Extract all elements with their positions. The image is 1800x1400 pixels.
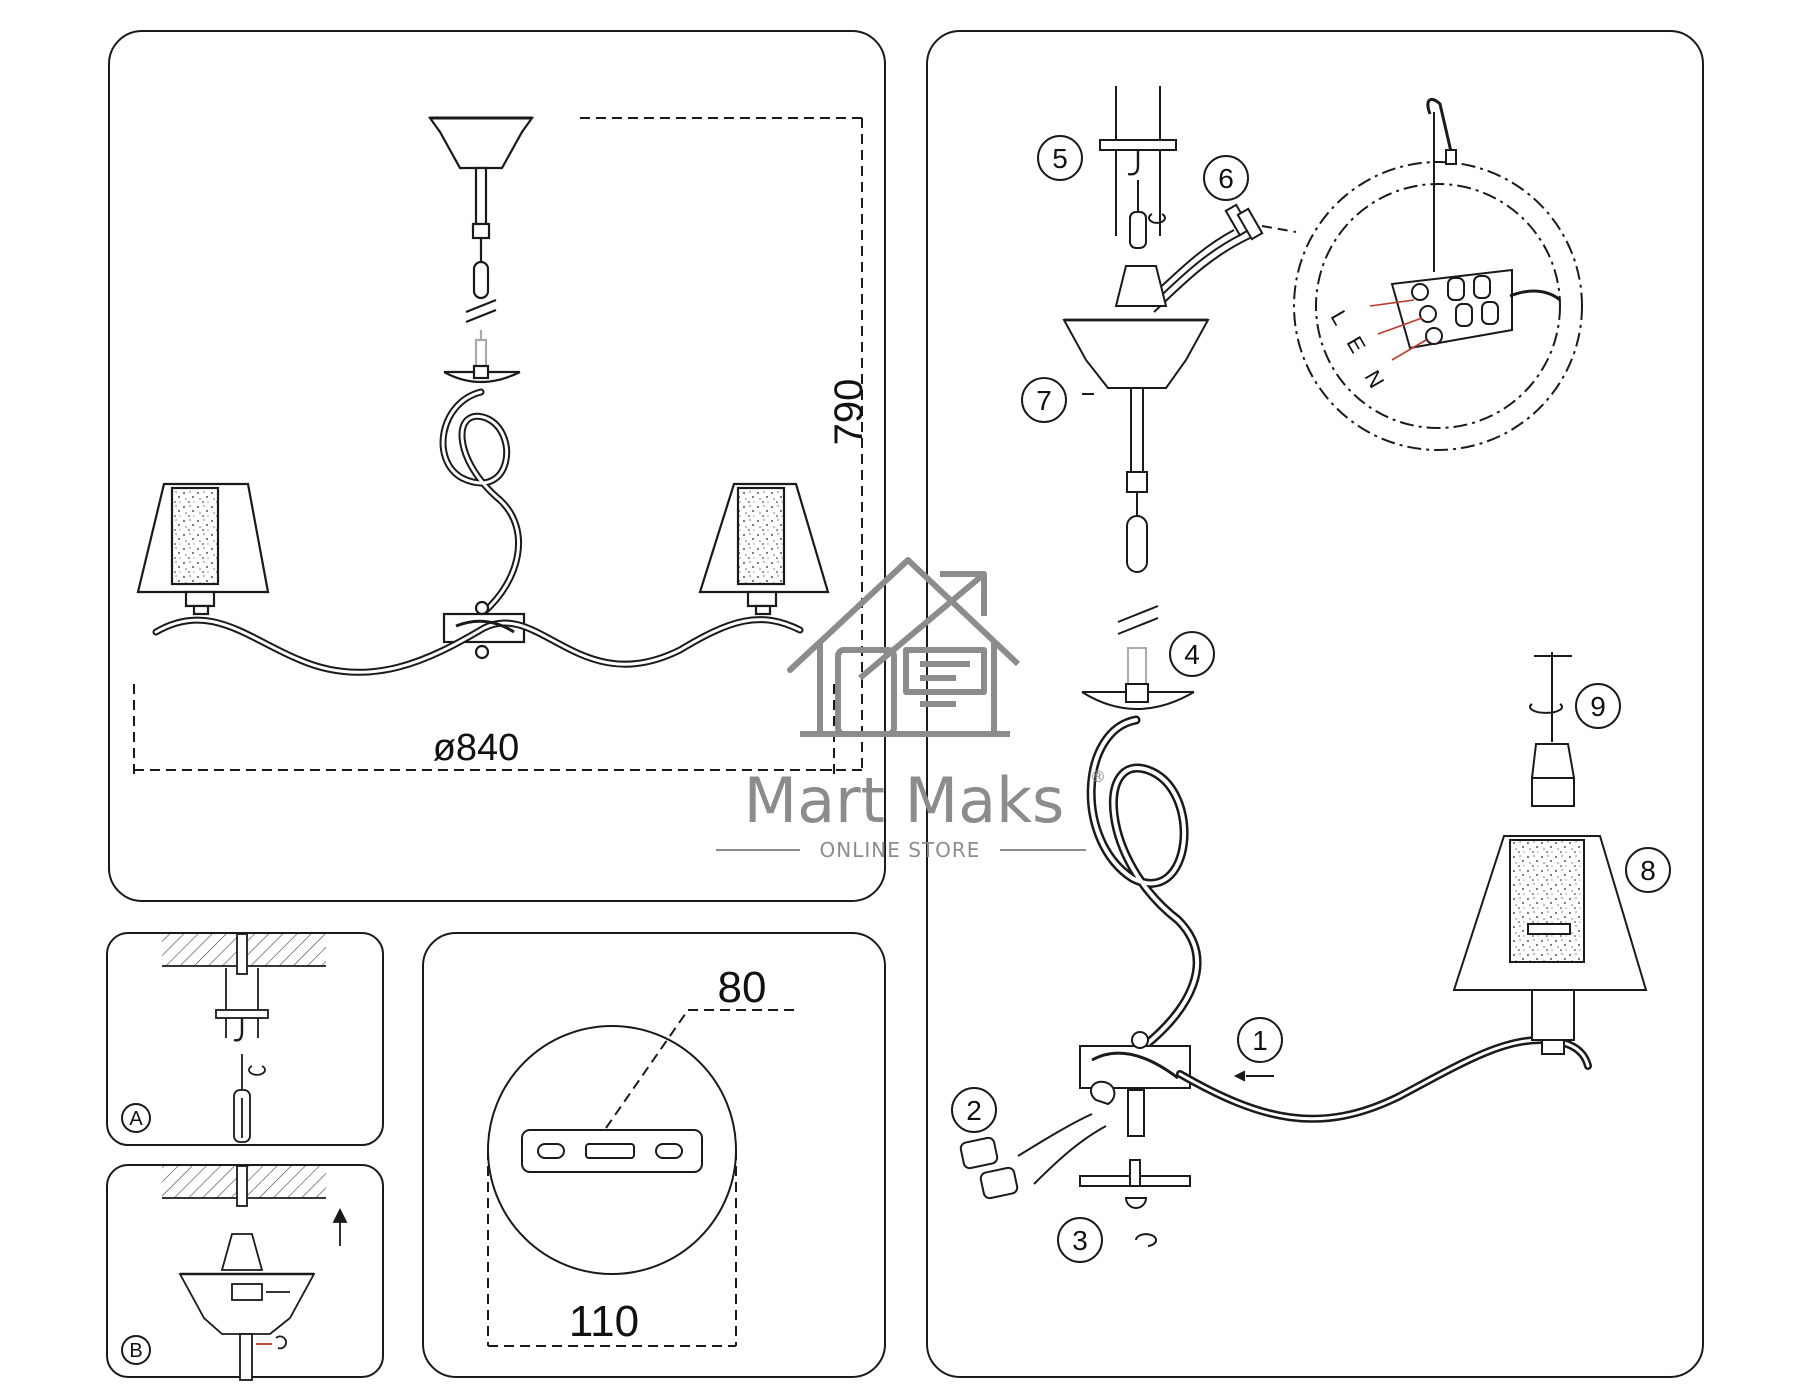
step-2-marker [951, 1087, 997, 1133]
wiring-detail-callout [1293, 97, 1583, 451]
wire-label-e: E [1342, 332, 1371, 357]
mounting-plate-drawing [487, 1009, 798, 1347]
height-dimension-line [580, 117, 866, 771]
plate-slot-dimension: 80 [718, 963, 767, 1012]
step-1-label: 1 [1252, 1025, 1268, 1056]
step-9-label: 9 [1590, 691, 1606, 722]
diameter-dimension-line [133, 684, 835, 774]
overview-panel [108, 30, 886, 902]
step-5-label: 5 [1052, 143, 1068, 174]
step-1-marker [1237, 1017, 1283, 1063]
step-4-marker [1169, 631, 1215, 677]
watermark-tagline: ONLINE STORE [820, 838, 981, 862]
step-7-label: 7 [1036, 385, 1052, 416]
step-2-label: 2 [966, 1095, 982, 1126]
diameter-dimension-label: ø840 [433, 727, 520, 769]
step-4-label: 4 [1184, 639, 1200, 670]
wire-label-n: N [1360, 366, 1390, 392]
step-3-label: 3 [1072, 1225, 1088, 1256]
step-3-marker [1057, 1217, 1103, 1263]
watermark-registered-mark: ® [1090, 767, 1106, 786]
watermark-brand: Mart Maks [744, 764, 1065, 837]
assembly-panel [926, 30, 1704, 1378]
variant-b-label: B [129, 1340, 142, 1362]
wire-label-l: L [1326, 306, 1354, 329]
plate-diameter-dimension: 110 [569, 1297, 639, 1346]
variant-b-marker [121, 1335, 151, 1365]
step-7-marker [1021, 377, 1067, 423]
assembly-illustration [959, 86, 1648, 1247]
height-dimension-label: 790 [827, 379, 871, 446]
step-6-marker [1203, 155, 1249, 201]
step-8-label: 8 [1640, 855, 1656, 886]
mounting-a-illustration [162, 933, 326, 1143]
variant-a-marker [121, 1103, 151, 1133]
mounting-b-illustration [162, 1165, 348, 1381]
store-logo-icon [787, 557, 1021, 737]
chandelier-overview [136, 116, 830, 676]
step-8-marker [1625, 847, 1671, 893]
step-9-marker [1575, 683, 1621, 729]
variant-a-label: A [129, 1108, 143, 1130]
step-5-marker [1037, 135, 1083, 181]
step-6-label: 6 [1218, 163, 1234, 194]
